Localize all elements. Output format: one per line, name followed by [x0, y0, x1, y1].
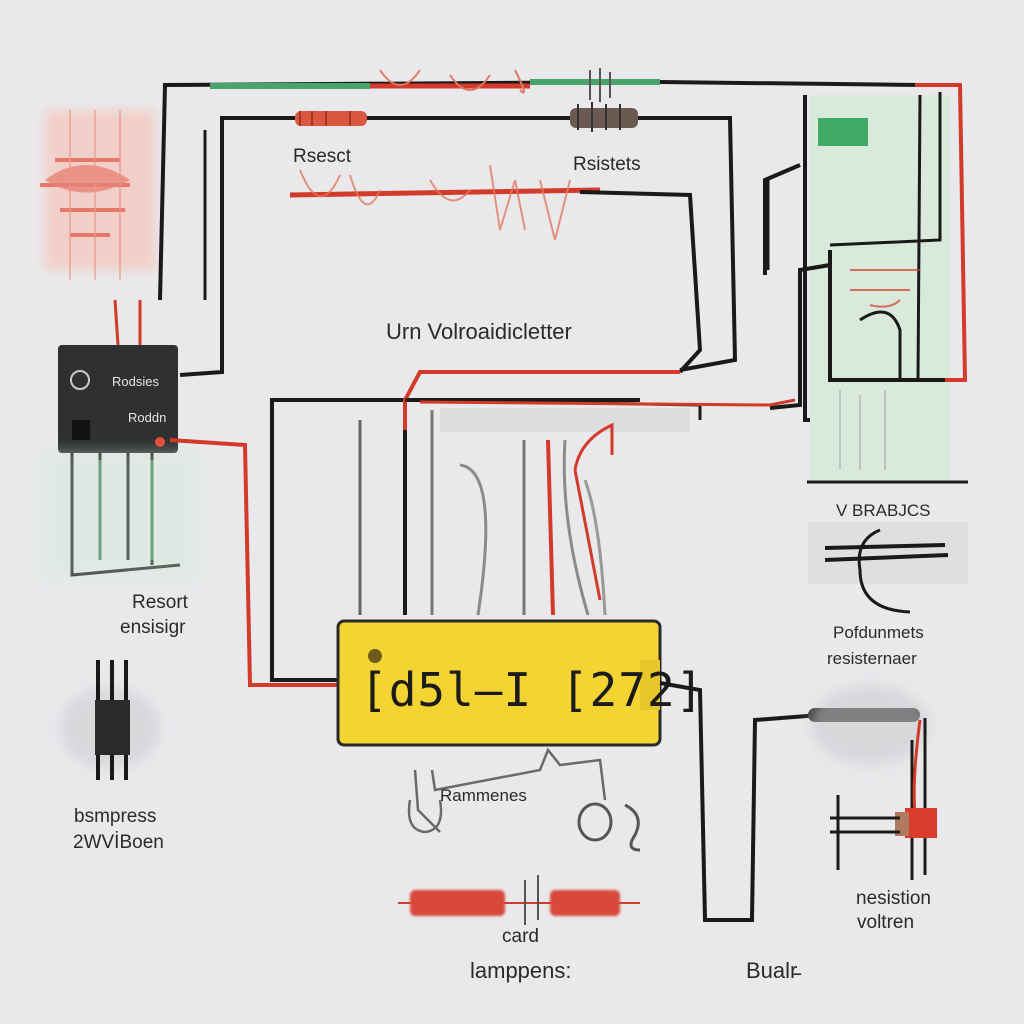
potentiometer-symbol [808, 522, 968, 614]
black-loop-wire [579, 190, 703, 374]
label-bottom-left-1: bsmpress [74, 806, 157, 827]
bottom-left-switch [60, 660, 160, 780]
label-potentiometer-2: resisternaer [827, 649, 917, 668]
lcd-readout: [d5l—I [272] [360, 663, 705, 717]
top-resistor [295, 111, 367, 126]
top-wire-right [659, 80, 921, 87]
bottom-connector-wire [413, 747, 607, 833]
label-lamp: lamppens: [470, 958, 572, 983]
module-label-2: Roddn [128, 410, 167, 425]
label-potentiometer-1: Pofdunmets [833, 623, 924, 642]
label-bottom-center: Rammenes [440, 786, 527, 805]
left-relay-component [40, 110, 155, 280]
label-resistors-top: Rsistets [573, 154, 641, 175]
plug-component [810, 685, 937, 880]
right-connect-wire [763, 163, 831, 410]
label-right-bottom-2: voltren [857, 912, 915, 933]
label-reset-1: Resort [132, 592, 188, 613]
control-module [58, 345, 178, 453]
display-pins [358, 410, 614, 616]
label-bualr: Bualr̵ [746, 958, 798, 983]
label-resist-top: Rsesct [293, 146, 352, 167]
bottom-loop [577, 802, 613, 842]
lamp-component [398, 875, 640, 925]
label-bottom-left-2: 2WVİBoen [73, 832, 164, 853]
top-right-resistor [570, 108, 638, 128]
label-reset-2: ensisigr [120, 617, 186, 638]
display-red-wire [403, 370, 680, 610]
label-card: card [502, 926, 539, 947]
resistor-wire-black [179, 116, 738, 377]
red-middle-wire [289, 187, 601, 198]
right-green-module [803, 83, 968, 484]
module-red-wire [169, 438, 340, 687]
connector-header [440, 408, 690, 432]
label-right-bottom-1: nesistion [856, 888, 931, 909]
label-right-tag: V BRABJCS [836, 501, 931, 520]
display-output-wire [659, 681, 821, 922]
top-green-wire [158, 80, 661, 301]
module-label-1: Rodsies [112, 374, 159, 389]
diagram-title: Urn Volroaidicletter [386, 319, 572, 344]
